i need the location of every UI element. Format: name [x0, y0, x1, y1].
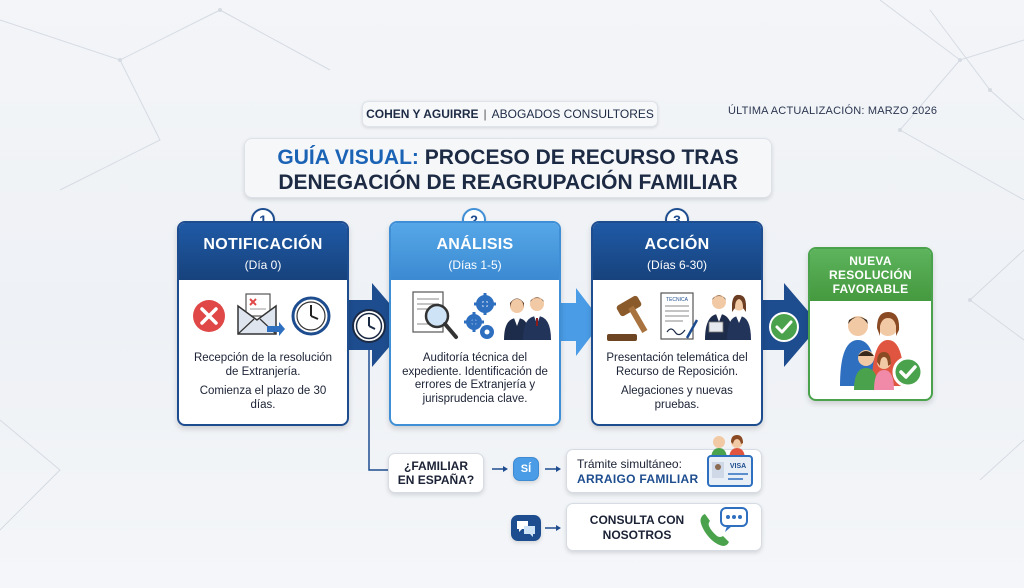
step-3-title: ACCIÓN	[644, 236, 710, 253]
step-1-desc-1: Recepción de la resolución de Extranjerí…	[193, 352, 333, 378]
step-2-header: ANÁLISIS (Días 1-5)	[391, 223, 559, 280]
step-3-header: ACCIÓN (Días 6-30)	[593, 223, 761, 280]
step-3-subtitle: (Días 6-30)	[646, 258, 708, 272]
happy-family-icon	[840, 312, 924, 390]
step-notificacion-card: NOTIFICACIÓN (Día 0) Recepción de la res…	[177, 221, 349, 426]
firm-separator: |	[483, 107, 487, 121]
contact-line-1: CONSULTA CON	[589, 513, 685, 527]
phone-chat-icon	[700, 507, 748, 546]
step-analisis-card: ANÁLISIS (Días 1-5)	[389, 221, 561, 426]
visa-text: VISA	[730, 463, 746, 470]
title-line-2: DENEGACIÓN DE REAGRUPACIÓN FAMILIAR	[278, 171, 738, 194]
step-1-subtitle: (Día 0)	[244, 258, 282, 272]
step-2-icons	[391, 280, 559, 352]
visa-card-icon: VISA	[707, 435, 753, 487]
deadline-clock-icon	[291, 296, 331, 336]
step-3-desc-2: Alegaciones y nuevas pruebas.	[621, 385, 733, 411]
step-2-subtitle: (Días 1-5)	[448, 258, 502, 272]
check-circle-icon	[769, 312, 799, 342]
flow-arrow-2	[558, 288, 602, 356]
contact-line-2: NOSOTROS	[602, 528, 672, 542]
title-line-1: GUÍA VISUAL: PROCESO DE RECURSO TRAS	[245, 145, 771, 170]
signed-document-icon: TECNICA	[660, 292, 699, 340]
document-magnifier-icon	[412, 291, 458, 339]
step-3-desc-1: Presentación telemática del Recurso de R…	[606, 352, 748, 378]
title-line-1-rest: PROCESO DE RECURSO TRAS	[424, 146, 739, 169]
gears-icon	[464, 293, 496, 339]
branch-line	[368, 342, 388, 471]
arraigo-label: ARRAIGO FAMILIAR	[577, 472, 699, 486]
result-header: NUEVA RESOLUCIÓN FAVORABLE	[810, 249, 931, 301]
firm-subtitle: ABOGADOS CONSULTORES	[491, 107, 654, 121]
step-accion-card: ACCIÓN (Días 6-30) TECNICA Presentación …	[591, 221, 763, 426]
arraigo-familiar-box: Trámite simultáneo: ARRAIGO FAMILIAR VIS…	[566, 435, 762, 493]
chat-bubbles-icon	[517, 521, 535, 537]
lawyers-team-icon	[504, 297, 551, 340]
result-line-1: NUEVA	[849, 254, 892, 268]
step-1-description: Recepción de la resolución de Extranjerí…	[179, 352, 347, 412]
last-updated: ÚLTIMA ACTUALIZACIÓN: MARZO 2026	[728, 105, 938, 117]
result-line-2: RESOLUCIÓN	[828, 268, 912, 282]
gavel-icon	[607, 295, 648, 341]
result-line-3: FAVORABLE	[832, 282, 909, 296]
clock-icon	[352, 309, 386, 343]
step-2-desc-1: Auditoría técnica del expediente. Identi…	[402, 352, 548, 405]
contact-label: CONSULTA CON NOSOTROS	[577, 513, 697, 543]
contact-us-button[interactable]: CONSULTA CON NOSOTROS	[566, 503, 762, 551]
tramite-label: Trámite simultáneo:	[577, 457, 682, 471]
result-favorable-card: NUEVA RESOLUCIÓN FAVORABLE	[808, 247, 933, 401]
step-2-title: ANÁLISIS	[436, 236, 514, 253]
chat-icon-badge[interactable]	[511, 515, 541, 541]
family-in-spain-question: ¿FAMILIAR EN ESPAÑA?	[388, 453, 484, 493]
title-accent: GUÍA VISUAL:	[277, 146, 419, 169]
page-title: GUÍA VISUAL: PROCESO DE RECURSO TRAS DEN…	[244, 138, 772, 198]
step-2-description: Auditoría técnica del expediente. Identi…	[391, 352, 559, 406]
firm-name-badge: COHEN Y AGUIRRE | ABOGADOS CONSULTORES	[362, 101, 658, 127]
envelope-letter-icon	[237, 293, 285, 336]
step-1-header: NOTIFICACIÓN (Día 0)	[179, 223, 347, 280]
step-1-title: NOTIFICACIÓN	[203, 236, 323, 253]
step-3-description: Presentación telemática del Recurso de R…	[593, 352, 761, 412]
rejected-x-icon	[193, 300, 225, 332]
document-title-text: TECNICA	[666, 297, 689, 303]
step-1-desc-2: Comienza el plazo de 30 días.	[199, 385, 327, 411]
lawyers-team-icon-2	[705, 294, 751, 340]
question-line-2: EN ESPAÑA?	[397, 473, 475, 487]
yes-badge: SÍ	[513, 457, 539, 481]
step-1-icons	[179, 280, 347, 352]
step-3-icons: TECNICA	[593, 280, 761, 352]
firm-name: COHEN Y AGUIRRE	[366, 107, 479, 121]
question-line-1: ¿FAMILIAR	[404, 459, 468, 473]
